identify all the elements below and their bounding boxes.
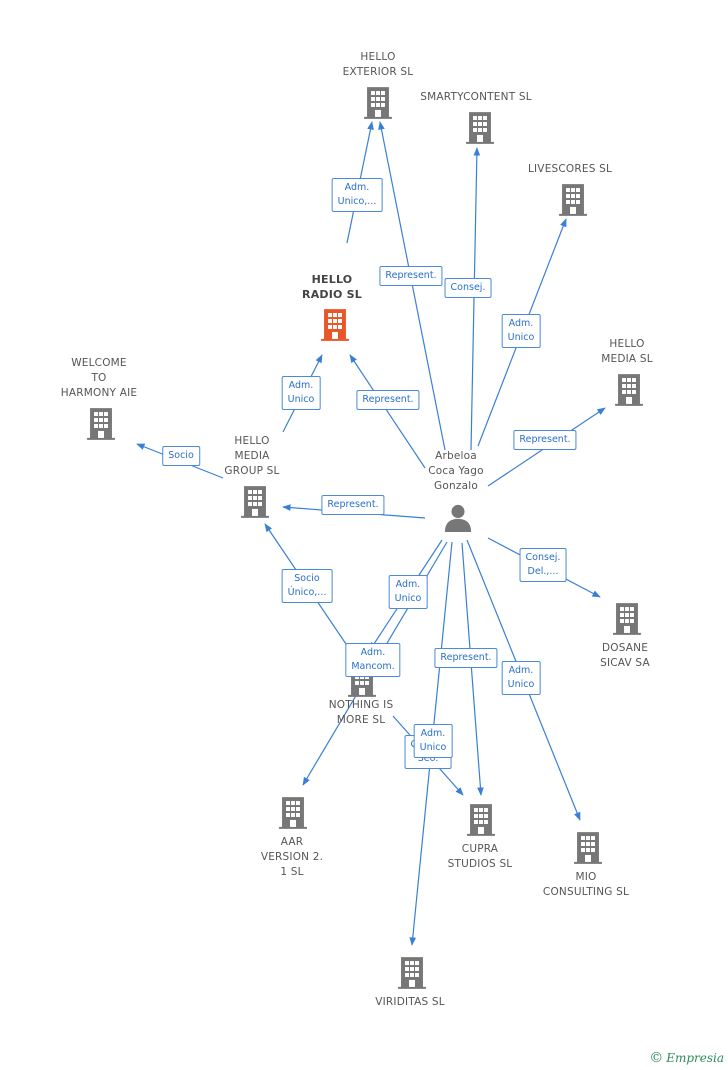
edge-label[interactable]: Adm. Unico bbox=[413, 724, 453, 758]
node-label-nothing-is-more[interactable]: NOTHING IS MORE SL bbox=[328, 699, 394, 726]
edge-label[interactable]: Represent. bbox=[321, 495, 385, 515]
edge-label[interactable]: Adm. Unico bbox=[501, 314, 541, 348]
building-icon-dosane[interactable] bbox=[613, 603, 641, 635]
edge-label[interactable]: Represent. bbox=[434, 648, 498, 668]
edge-arbeloa-to-smartycontent bbox=[470, 147, 481, 451]
edge-label[interactable]: Consej. Del.,... bbox=[519, 548, 567, 582]
node-label-hello-radio[interactable]: HELLO RADIO SL bbox=[302, 273, 362, 301]
building-icon-viriditas[interactable] bbox=[398, 957, 426, 989]
edge-label[interactable]: Adm. Mancom. bbox=[345, 643, 401, 677]
building-icon-livescores[interactable] bbox=[559, 184, 587, 216]
node-label-hello-media-group[interactable]: HELLO MEDIA GROUP SL bbox=[224, 435, 280, 477]
node-label-cupra-studios[interactable]: CUPRA STUDIOS SL bbox=[447, 843, 513, 870]
building-icon-hello-media[interactable] bbox=[615, 374, 643, 406]
building-icon-welcome-harmony[interactable] bbox=[87, 408, 115, 440]
building-icon-cupra-studios[interactable] bbox=[467, 804, 495, 836]
edge-label[interactable]: Adm. Unico bbox=[281, 376, 321, 410]
node-label-hello-exterior[interactable]: HELLO EXTERIOR SL bbox=[342, 51, 414, 78]
edge-label[interactable]: Consej. bbox=[444, 278, 492, 298]
edge-label[interactable]: Adm. Unico bbox=[388, 575, 428, 609]
watermark: ©Empresia bbox=[649, 1050, 724, 1066]
node-label-welcome-harmony[interactable]: WELCOME TO HARMONY AIE bbox=[60, 357, 138, 399]
edge-label[interactable]: Represent. bbox=[513, 430, 577, 450]
node-label-hello-media[interactable]: HELLO MEDIA SL bbox=[601, 338, 653, 365]
node-label-arbeloa[interactable]: Arbeloa Coca Yago Gonzalo bbox=[428, 450, 484, 492]
edge-label[interactable]: Adm. Unico bbox=[501, 661, 541, 695]
edge-label[interactable]: Represent. bbox=[356, 390, 420, 410]
person-icon-arbeloa[interactable] bbox=[444, 504, 472, 532]
node-label-livescores[interactable]: LIVESCORES SL bbox=[527, 163, 613, 175]
edge-label[interactable]: Socio Único,... bbox=[281, 569, 333, 603]
building-icon-smartycontent[interactable] bbox=[466, 112, 494, 144]
node-label-smartycontent[interactable]: SMARTYCONTENT SL bbox=[420, 91, 532, 103]
edge-arbeloa-to-cupra-studios bbox=[461, 542, 484, 796]
building-icon-hello-media-group[interactable] bbox=[241, 486, 269, 518]
edge-label[interactable]: Represent. bbox=[379, 266, 443, 286]
copyright-icon: © bbox=[649, 1050, 664, 1066]
node-label-mio-consulting[interactable]: MIO CONSULTING SL bbox=[542, 871, 630, 898]
node-label-aar-version[interactable]: AAR VERSION 2. 1 SL bbox=[260, 836, 324, 878]
edge-arbeloa-to-hello-radio bbox=[349, 354, 426, 469]
watermark-text: Empresia bbox=[666, 1051, 724, 1065]
node-label-dosane[interactable]: DOSANE SICAV SA bbox=[600, 642, 650, 669]
edge-label[interactable]: Socio bbox=[162, 446, 200, 466]
edge-arbeloa-to-hello-exterior bbox=[378, 121, 446, 451]
building-icon-aar-version[interactable] bbox=[279, 797, 307, 829]
building-icon-mio-consulting[interactable] bbox=[574, 832, 602, 864]
building-icon-hello-radio[interactable] bbox=[321, 309, 349, 341]
building-icon-hello-exterior[interactable] bbox=[364, 87, 392, 119]
node-label-viriditas[interactable]: VIRIDITAS SL bbox=[375, 996, 445, 1008]
edge-label[interactable]: Adm. Unico,... bbox=[331, 178, 383, 212]
